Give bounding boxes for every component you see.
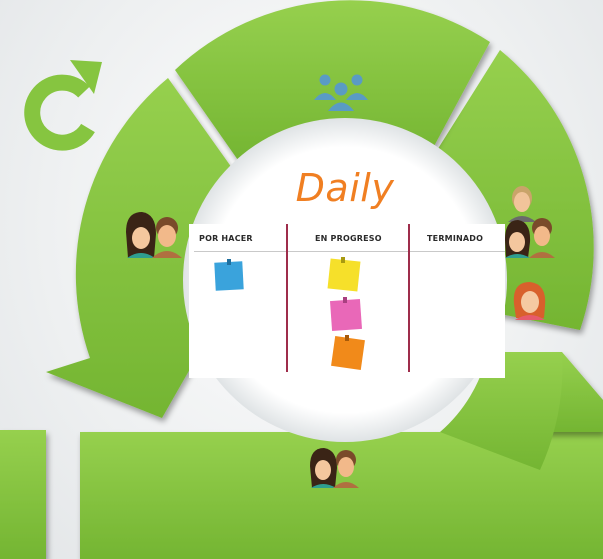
column-divider-1 bbox=[286, 224, 288, 372]
sticky-note bbox=[214, 259, 244, 291]
kanban-board: POR HACER EN PROGRESO TERMINADO bbox=[189, 224, 505, 378]
ring-segment-top bbox=[175, 0, 490, 164]
daily-title: Daily bbox=[295, 166, 395, 210]
column-header-en-progreso: EN PROGRESO bbox=[315, 234, 382, 243]
column-header-por-hacer: POR HACER bbox=[199, 234, 253, 243]
sticky-note bbox=[331, 335, 365, 370]
ring-segment-right bbox=[434, 50, 594, 330]
left-bar-segment bbox=[0, 430, 46, 559]
header-divider bbox=[194, 251, 505, 252]
sticky-note bbox=[329, 297, 363, 332]
bottom-bar-segment bbox=[80, 432, 603, 559]
sticky-note bbox=[327, 257, 361, 292]
column-header-terminado: TERMINADO bbox=[427, 234, 484, 243]
team-icon bbox=[314, 74, 368, 111]
column-divider-2 bbox=[408, 224, 410, 372]
sticky-notes bbox=[214, 257, 365, 370]
person-icon bbox=[513, 282, 546, 320]
refresh-icon bbox=[24, 60, 102, 151]
ring-segment-lower-right-arc bbox=[440, 352, 563, 470]
people-group-icon bbox=[505, 186, 555, 258]
people-pair-icon-bottom bbox=[310, 448, 359, 488]
people-pair-icon bbox=[126, 212, 182, 258]
